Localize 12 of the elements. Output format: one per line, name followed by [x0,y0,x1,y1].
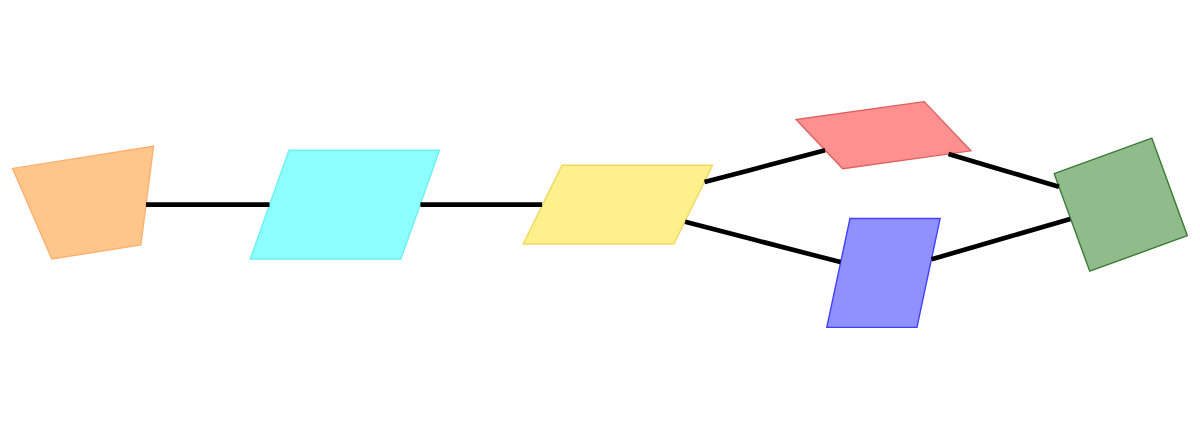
connector [420,201,543,207]
connector [930,216,1071,262]
node-box [794,100,973,169]
node-parallelogram [249,149,441,260]
node-quadrilateral [11,144,155,260]
node-box [1053,136,1189,272]
connector [146,201,270,207]
connector [684,219,842,264]
node-parallelogram [825,217,941,328]
connector [947,151,1060,189]
node-parallelogram [522,164,714,245]
connector [703,147,826,184]
